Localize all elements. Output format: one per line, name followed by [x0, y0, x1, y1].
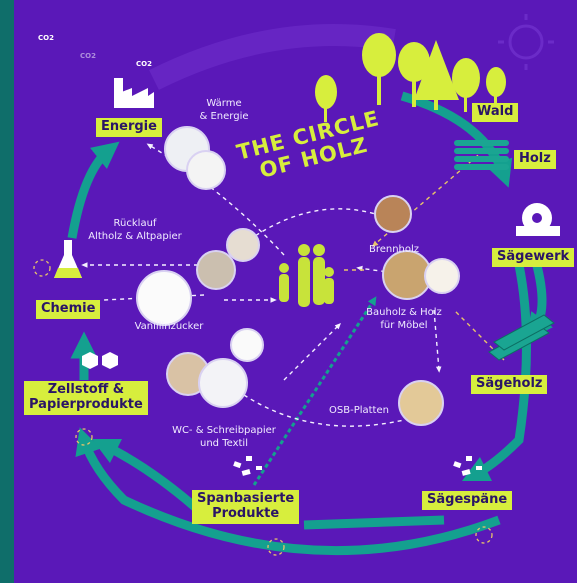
arrow-saegewerk-saegespaene — [461, 264, 531, 482]
arrow-outer-loop — [75, 427, 501, 556]
vanillin-photo — [136, 270, 192, 326]
caption-wc-line-2: und Textil — [200, 437, 248, 449]
arrow-wald-holz — [400, 91, 513, 188]
label-saegespaene: Sägespäne — [422, 491, 513, 510]
wood-chips-icon — [233, 456, 482, 476]
recycling-photo — [226, 228, 260, 262]
label-zellstoff: Zellstoff & Papierprodukte — [24, 381, 148, 415]
caption-vanillin: Vanillinzucker — [134, 321, 204, 332]
caption-ruecklauf-line-2: Altholz & Altpapier — [88, 230, 182, 242]
hexagon-molecule-icon — [82, 352, 118, 369]
arrow-saegespaene-spanbasiert — [303, 515, 445, 530]
label-saegeholz: Sägeholz — [471, 375, 548, 394]
label-saegewerk: Sägewerk — [492, 248, 575, 267]
sky-swoosh — [149, 24, 396, 90]
chair-photo — [424, 258, 460, 294]
caption-osb: OSB-Platten — [329, 405, 389, 416]
caption-brennholz: Brennholz — [368, 244, 420, 255]
family-icon — [279, 244, 334, 307]
caption-wc-line-1: WC- & Schreibpapier — [172, 425, 276, 436]
caption-waerme-line-2: & Energie — [199, 110, 249, 122]
arrow-spanbasiert-zellstoff — [91, 438, 208, 519]
socket-photo — [186, 150, 226, 190]
sun-icon — [508, 24, 544, 60]
caption-bauholz: Bauholz & Holz für Möbel — [354, 307, 454, 332]
label-energie: Energie — [96, 118, 162, 137]
label-chemie: Chemie — [36, 300, 101, 319]
caption-bauholz-line-1: Bauholz & Holz — [366, 307, 442, 318]
planks-icon — [488, 314, 555, 361]
caption-bauholz-line-2: für Möbel — [380, 319, 428, 331]
label-zellstoff-line-1: Zellstoff & — [47, 382, 125, 397]
caption-waerme-line-1: Wärme — [206, 98, 242, 109]
label-spanbasierte-line-1: Spanbasierte — [197, 491, 295, 506]
caption-ruecklauf: Rücklauf Altholz & Altpapier — [80, 218, 190, 243]
flask-icon — [54, 240, 82, 278]
co2-label: CO2 — [80, 52, 96, 60]
circle-of-holz-board: CO2 CO2 CO2 THE CIRCLE OF HOLZ Wald Holz… — [14, 0, 577, 583]
textile-photo — [198, 358, 248, 408]
arrow-chemie-energie — [67, 141, 120, 239]
old-furniture-photo — [196, 250, 236, 290]
label-zellstoff-line-2: Papierprodukte — [29, 396, 143, 412]
co2-label: CO2 — [38, 34, 54, 42]
factory-icon — [114, 78, 154, 108]
forest-icon — [315, 33, 506, 122]
osb-photo — [398, 380, 444, 426]
caption-wc: WC- & Schreibpapier und Textil — [164, 425, 284, 450]
label-holz: Holz — [514, 150, 556, 169]
label-spanbasierte-produkte: Spanbasierte Produkte — [192, 490, 300, 524]
caption-ruecklauf-line-1: Rücklauf — [113, 218, 157, 229]
sun-ray-icon — [498, 14, 554, 70]
firewood-photo — [374, 195, 412, 233]
saw-blade-icon — [516, 203, 560, 236]
toilet-paper-photo — [230, 328, 264, 362]
label-wald: Wald — [472, 103, 519, 122]
log-stack-icon — [454, 140, 509, 170]
house-photo — [382, 250, 432, 300]
caption-waerme: Wärme & Energie — [184, 98, 264, 123]
arrow-spanbasiert-bauholz — [252, 296, 377, 486]
co2-label: CO2 — [136, 60, 152, 68]
label-spanbasierte-line-2: Produkte — [212, 505, 280, 521]
